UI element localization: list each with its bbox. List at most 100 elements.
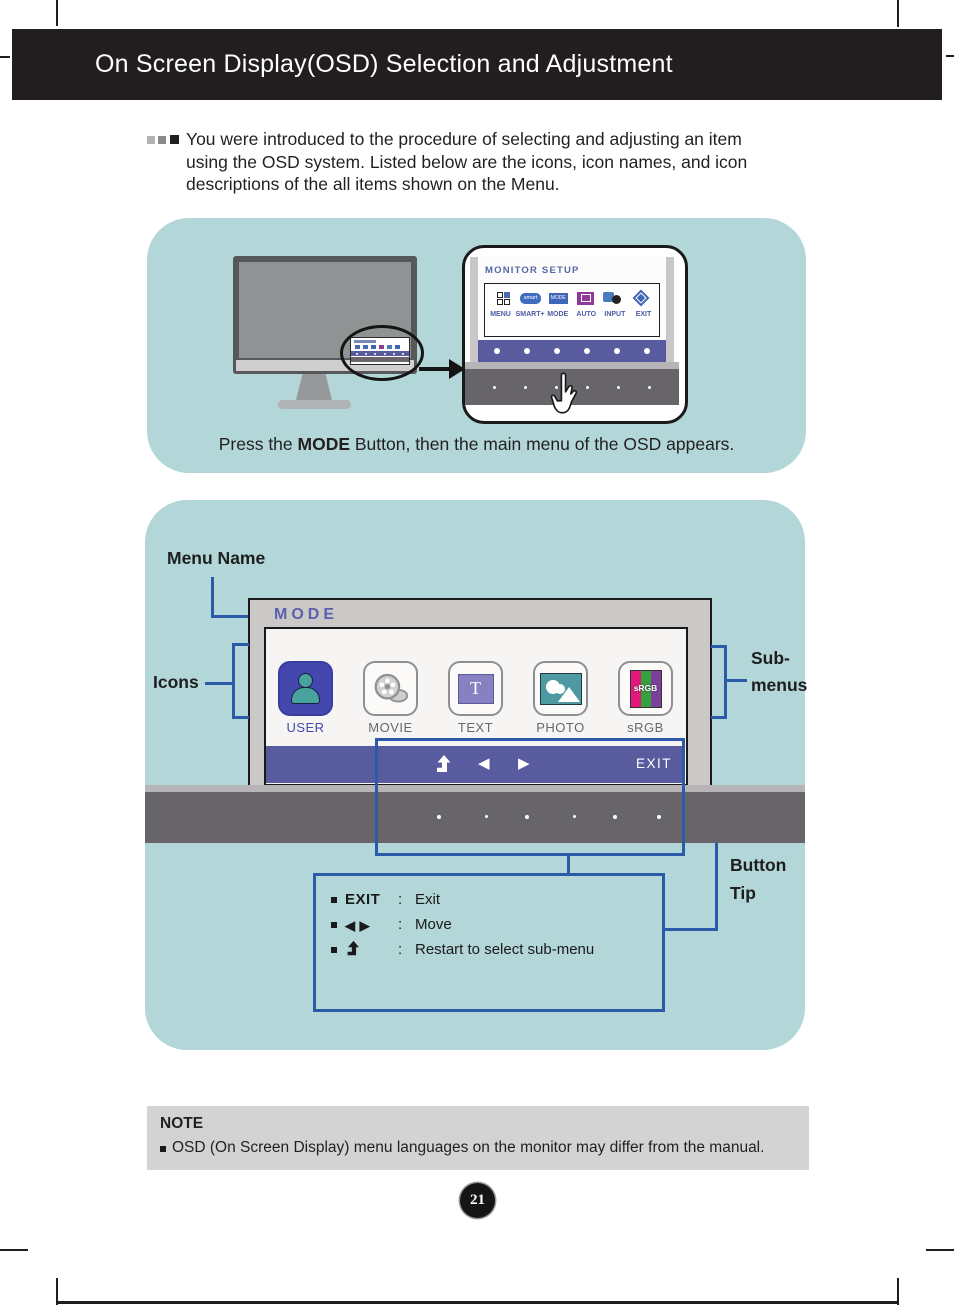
- bezel-button-dot: [613, 815, 617, 819]
- legend-desc-exit: Exit: [415, 891, 441, 908]
- crop-mark-top-left-vertical: [56, 0, 58, 26]
- menu-name-label: Menu Name: [167, 548, 266, 568]
- legend-row-exit: EXIT : Exit: [316, 890, 662, 914]
- icons-label-tick: [205, 682, 232, 685]
- bezel-button-dot: [485, 815, 488, 818]
- bezel-button-dot: [657, 815, 661, 819]
- magnifier-ellipse: [340, 325, 424, 381]
- tile-label-movie: MOVIE: [368, 720, 413, 735]
- bezel-top-strip: [145, 785, 805, 792]
- legend-key-exit: EXIT: [345, 891, 381, 908]
- osd-item-exit: EXIT: [635, 311, 652, 318]
- tile-photo: [533, 661, 588, 716]
- touch-button-bezel: [145, 792, 805, 843]
- submenus-bracket-top: [711, 645, 724, 648]
- button-area-outline: [375, 738, 685, 856]
- monitor-bezel: [236, 360, 414, 371]
- osd-menu-box: smart MODE MENU SMART+ MODE AUTO INPUT E…: [484, 283, 660, 337]
- page-number: 21: [470, 1192, 485, 1208]
- osd-item-mode: MODE: [547, 311, 569, 318]
- user-person-icon: [291, 673, 320, 704]
- tile-srgb: sRGB: [618, 661, 673, 716]
- right-arrow-icon: ▶: [518, 755, 530, 772]
- tile-label-srgb: sRGB: [627, 720, 664, 735]
- intro-line-3: descriptions of the all items shown on t…: [186, 174, 560, 194]
- caption-mode-bold: MODE: [297, 434, 351, 454]
- note-text: OSD (On Screen Display) menu languages o…: [172, 1139, 765, 1156]
- screen-edge-left: [470, 257, 478, 362]
- legend-bullet: [331, 947, 337, 953]
- srgb-icon: sRGB: [629, 669, 662, 708]
- tile-label-user: USER: [286, 720, 325, 735]
- osd-item-auto: AUTO: [576, 311, 597, 318]
- legend-desc-move: Move: [415, 916, 452, 933]
- zoom-arrow: [419, 367, 451, 371]
- page-header: On Screen Display(OSD) Selection and Adj…: [12, 29, 942, 100]
- icons-label: Icons: [153, 672, 199, 692]
- intro-line-2: using the OSD system. Listed below are t…: [186, 151, 748, 172]
- monitor-stand-base: [278, 400, 351, 409]
- page-number-badge: 21: [460, 1183, 495, 1218]
- panel1-caption: Press the MODE Button, then the main men…: [147, 434, 806, 455]
- restart-arrow-icon: [434, 754, 454, 779]
- bezel-top-strip: [465, 362, 679, 369]
- osd-dot-bar: [478, 340, 666, 362]
- monitor-stand-neck: [296, 374, 332, 400]
- page-title: On Screen Display(OSD) Selection and Adj…: [95, 50, 673, 78]
- osd-label-row: MENU SMART+ MODE AUTO INPUT EXIT: [485, 307, 659, 318]
- intro-bullet-light: [147, 136, 155, 144]
- movie-reel-icon: [374, 673, 408, 703]
- icons-bracket-v: [232, 643, 235, 719]
- auto-icon: [577, 291, 595, 305]
- caption-post: Button, then the main menu of the OSD ap…: [350, 434, 735, 454]
- osd-screen: MONITOR SETUP smart MODE MENU SMART+ MOD…: [478, 257, 666, 362]
- button-tip-label-2: Tip: [730, 883, 756, 903]
- bezel-button-dot: [437, 815, 441, 819]
- osd-icon-row: smart MODE: [485, 284, 659, 307]
- menu-name-connector-h: [211, 615, 249, 618]
- submenus-bracket-bottom: [711, 716, 724, 719]
- mode-screen-content: T sRGB USER MOVIE TEXT PHOTO sRG: [264, 627, 688, 786]
- osd-item-input: INPUT: [604, 311, 626, 318]
- mode-control-bar: ◀ ▶ EXIT: [266, 746, 685, 783]
- tile-label-text: TEXT: [457, 720, 494, 735]
- crop-mark-top-right-vertical: [897, 0, 899, 27]
- submenus-bracket-v: [724, 645, 727, 719]
- monitor-illustration: [233, 256, 417, 374]
- osd-title: MONITOR SETUP: [485, 265, 580, 276]
- bezel-button-dot: [525, 815, 529, 819]
- hand-cursor-icon: [549, 372, 579, 421]
- submenus-label-tick: [726, 679, 747, 682]
- srgb-icon-text: sRGB: [633, 682, 658, 693]
- smart-plus-icon: smart: [520, 292, 542, 304]
- mode-screen-title: MODE: [274, 606, 338, 623]
- bar-exit-label: EXIT: [635, 756, 672, 771]
- crop-mark-bottom-right-horizontal: [926, 1249, 954, 1251]
- input-icon: [603, 291, 623, 305]
- intro-line-1: You were introduced to the procedure of …: [186, 129, 742, 149]
- button-tip-legend: EXIT : Exit ◀ ▶ : Move : Restart to sele…: [313, 873, 665, 1012]
- mode-screen: MODE T: [248, 598, 712, 788]
- text-icon: T: [457, 673, 494, 704]
- intro-bullet-mid: [158, 136, 166, 144]
- legend-row-move: ◀ ▶ : Move: [316, 915, 662, 939]
- zoom-arrow-head: [449, 359, 465, 379]
- legend-row-restart: : Restart to select sub-menu: [316, 940, 662, 964]
- press-mode-panel: MONITOR SETUP smart MODE MENU SMART+ MOD…: [147, 218, 806, 473]
- crop-mark-bottom-left-vertical: [56, 1278, 58, 1305]
- osd-closeup-panel: MONITOR SETUP smart MODE MENU SMART+ MOD…: [462, 245, 688, 424]
- icons-bracket-top: [232, 643, 249, 646]
- tile-user: [278, 661, 333, 716]
- submenus-label-1: Sub-: [751, 648, 790, 668]
- legend-desc-restart: Restart to select sub-menu: [415, 941, 595, 958]
- legend-connector-v: [567, 856, 570, 874]
- crop-mark-left-horizontal: [0, 56, 10, 58]
- tile-movie: [363, 661, 418, 716]
- legend-bullet: [331, 897, 337, 903]
- left-arrow-icon: ◀: [478, 755, 490, 772]
- crop-mark-bottom-right-vertical: [897, 1278, 899, 1305]
- button-tip-label-1: Button: [730, 855, 787, 875]
- button-tip-connector-v: [715, 843, 718, 931]
- note-bullet: [160, 1146, 166, 1152]
